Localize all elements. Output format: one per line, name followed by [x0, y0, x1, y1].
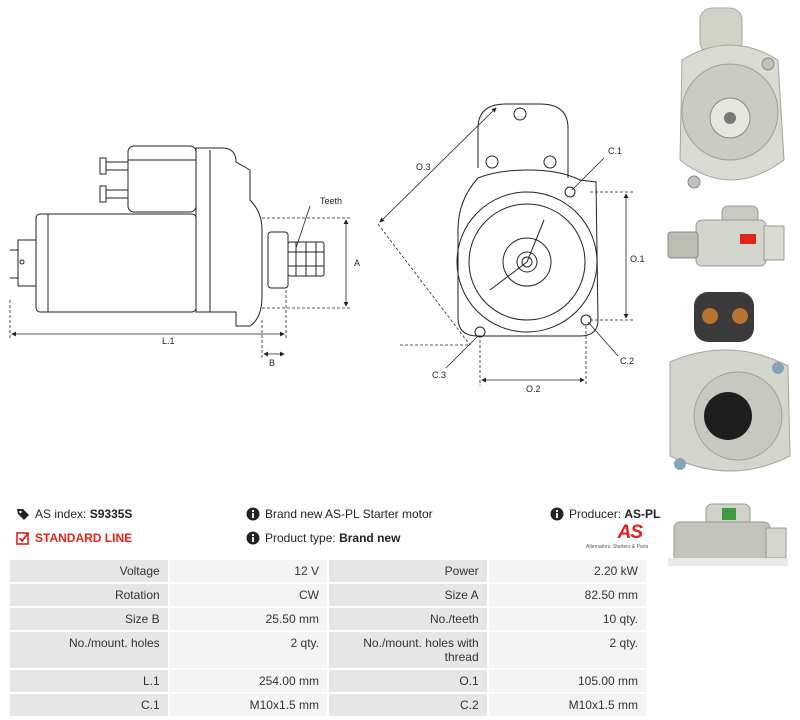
label-o2: O.2 — [526, 384, 541, 394]
spec-value: M10x1.5 mm — [169, 694, 327, 716]
table-row: Size B 25.50 mm No./teeth 10 qty. — [10, 608, 646, 630]
label-c1: C.1 — [608, 146, 622, 156]
standard-line-label: STANDARD LINE — [35, 531, 133, 545]
table-row: L.1 254.00 mm O.1 105.00 mm — [10, 670, 646, 692]
spec-value: 82.50 mm — [488, 584, 646, 606]
product-description: Brand new AS-PL Starter motor — [246, 507, 433, 521]
spec-key: Rotation — [10, 584, 168, 606]
spec-key: L.1 — [10, 670, 168, 692]
product-type: Product type: Brand new — [246, 531, 400, 545]
as-index: AS index: S9335S — [16, 507, 132, 521]
technical-drawing: Teeth A L.1 B O.3 O.1 O.2 C.1 — [9, 103, 645, 394]
product-description-text: Brand new AS-PL Starter motor — [265, 507, 433, 521]
spec-key: No./mount. holes — [10, 632, 168, 668]
product-photo-front[interactable] — [660, 0, 800, 198]
spec-key: C.1 — [10, 694, 168, 716]
spec-value: 105.00 mm — [488, 670, 646, 692]
spec-value: 254.00 mm — [169, 670, 327, 692]
spec-value: M10x1.5 mm — [488, 694, 646, 716]
side-view-drawing — [10, 145, 325, 327]
producer-label: Producer: — [569, 507, 622, 521]
spec-key: Power — [328, 560, 487, 582]
spec-key: No./mount. holes with thread — [328, 632, 487, 668]
spec-key: Size B — [10, 608, 168, 630]
product-type-label: Product type: — [265, 531, 336, 545]
spec-key: C.2 — [328, 694, 487, 716]
side-view-dimensions — [9, 205, 352, 360]
logo-tagline: Alternators, Starters & Parts — [586, 544, 649, 550]
spec-key: Voltage — [10, 560, 168, 582]
spec-value: 2 qty. — [169, 632, 327, 668]
spec-value: 2 qty. — [488, 632, 646, 668]
label-o1: O.1 — [630, 254, 645, 264]
product-type-value: Brand new — [339, 531, 401, 545]
spec-key: O.1 — [328, 670, 487, 692]
spec-value: 2.20 kW — [488, 560, 646, 582]
spec-value: 12 V — [169, 560, 327, 582]
table-row: Voltage 12 V Power 2.20 kW — [10, 560, 646, 582]
table-row: No./mount. holes 2 qty. No./mount. holes… — [10, 632, 646, 668]
product-photo-rear[interactable] — [660, 286, 800, 486]
spec-value: 10 qty. — [488, 608, 646, 630]
spec-value: CW — [169, 584, 327, 606]
standard-line: STANDARD LINE — [16, 531, 132, 545]
label-l1: L.1 — [162, 336, 175, 346]
info-icon — [246, 507, 260, 521]
table-row: Rotation CW Size A 82.50 mm — [10, 584, 646, 606]
product-photo-angle[interactable] — [660, 498, 800, 584]
label-size-a: A — [354, 258, 360, 268]
table-row: C.1 M10x1.5 mm C.2 M10x1.5 mm — [10, 694, 646, 716]
front-view-dimensions — [377, 107, 634, 386]
info-icon — [246, 531, 260, 545]
info-icon — [550, 507, 564, 521]
as-index-value: S9335S — [89, 507, 133, 521]
logo-mark: AS — [617, 522, 643, 543]
spec-key: No./teeth — [328, 608, 487, 630]
producer-value: AS-PL — [624, 507, 661, 521]
spec-value: 25.50 mm — [169, 608, 327, 630]
spec-key: Size A — [328, 584, 487, 606]
checkbox-icon — [16, 532, 30, 545]
label-o3: O.3 — [416, 162, 431, 172]
specifications-table: Voltage 12 V Power 2.20 kW Rotation CW S… — [8, 558, 648, 718]
label-c2: C.2 — [620, 356, 634, 366]
product-photo-side[interactable] — [660, 200, 800, 282]
tag-icon — [17, 509, 29, 520]
label-teeth: Teeth — [320, 196, 342, 206]
producer: Producer: AS-PL — [550, 507, 660, 521]
label-c3: C.3 — [432, 370, 446, 380]
as-pl-logo: AS Alternators, Starters & Parts — [586, 522, 650, 552]
front-view-drawing — [456, 103, 599, 338]
label-size-b: B — [269, 358, 275, 368]
as-index-label: AS index: — [35, 507, 87, 521]
